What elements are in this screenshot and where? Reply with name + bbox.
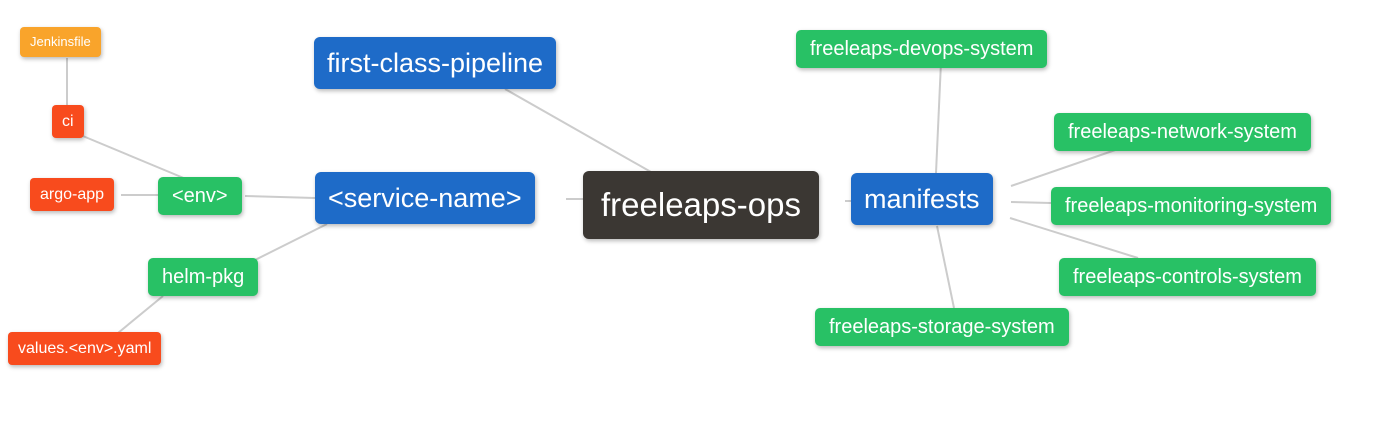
- edge-ci-to-env: [77, 133, 187, 180]
- node-freeleaps-monitoring-system[interactable]: freeleaps-monitoring-system: [1051, 187, 1332, 225]
- node-freeleaps-storage-system[interactable]: freeleaps-storage-system: [815, 308, 1069, 346]
- node-freeleaps-controls-system[interactable]: freeleaps-controls-system: [1059, 258, 1316, 296]
- edge-manifests-to-freeleaps-devops-system: [935, 61, 942, 174]
- node-ci[interactable]: ci: [52, 105, 84, 139]
- edge-helm-pkg-to-values-env-yaml: [117, 295, 164, 334]
- node-values-env-yaml[interactable]: values.<env>.yaml: [8, 332, 162, 366]
- node-service-name[interactable]: <service-name>: [315, 172, 535, 225]
- node-helm-pkg[interactable]: helm-pkg: [148, 258, 259, 296]
- node-freeleaps-devops-system[interactable]: freeleaps-devops-system: [796, 30, 1048, 68]
- edge-manifests-to-freeleaps-controls-system: [1009, 217, 1139, 259]
- node-first-class-pipeline[interactable]: first-class-pipeline: [314, 37, 557, 90]
- node-env[interactable]: <env>: [158, 177, 242, 215]
- node-freeleaps-ops[interactable]: freeleaps-ops: [583, 171, 819, 239]
- edge-first-class-pipeline-to-freeleaps-ops: [504, 88, 652, 173]
- edge-service-name-to-helm-pkg: [252, 223, 328, 262]
- edge-manifests-to-freeleaps-monitoring-system: [1010, 201, 1052, 204]
- edge-manifests-to-freeleaps-storage-system: [936, 225, 955, 309]
- edge-env-to-service-name: [244, 195, 316, 199]
- node-manifests[interactable]: manifests: [851, 173, 993, 226]
- edge-manifests-to-freeleaps-network-system: [1010, 146, 1125, 187]
- node-jenkinsfile[interactable]: Jenkinsfile: [20, 27, 101, 57]
- node-freeleaps-network-system[interactable]: freeleaps-network-system: [1054, 113, 1311, 151]
- node-argo-app[interactable]: argo-app: [30, 178, 115, 212]
